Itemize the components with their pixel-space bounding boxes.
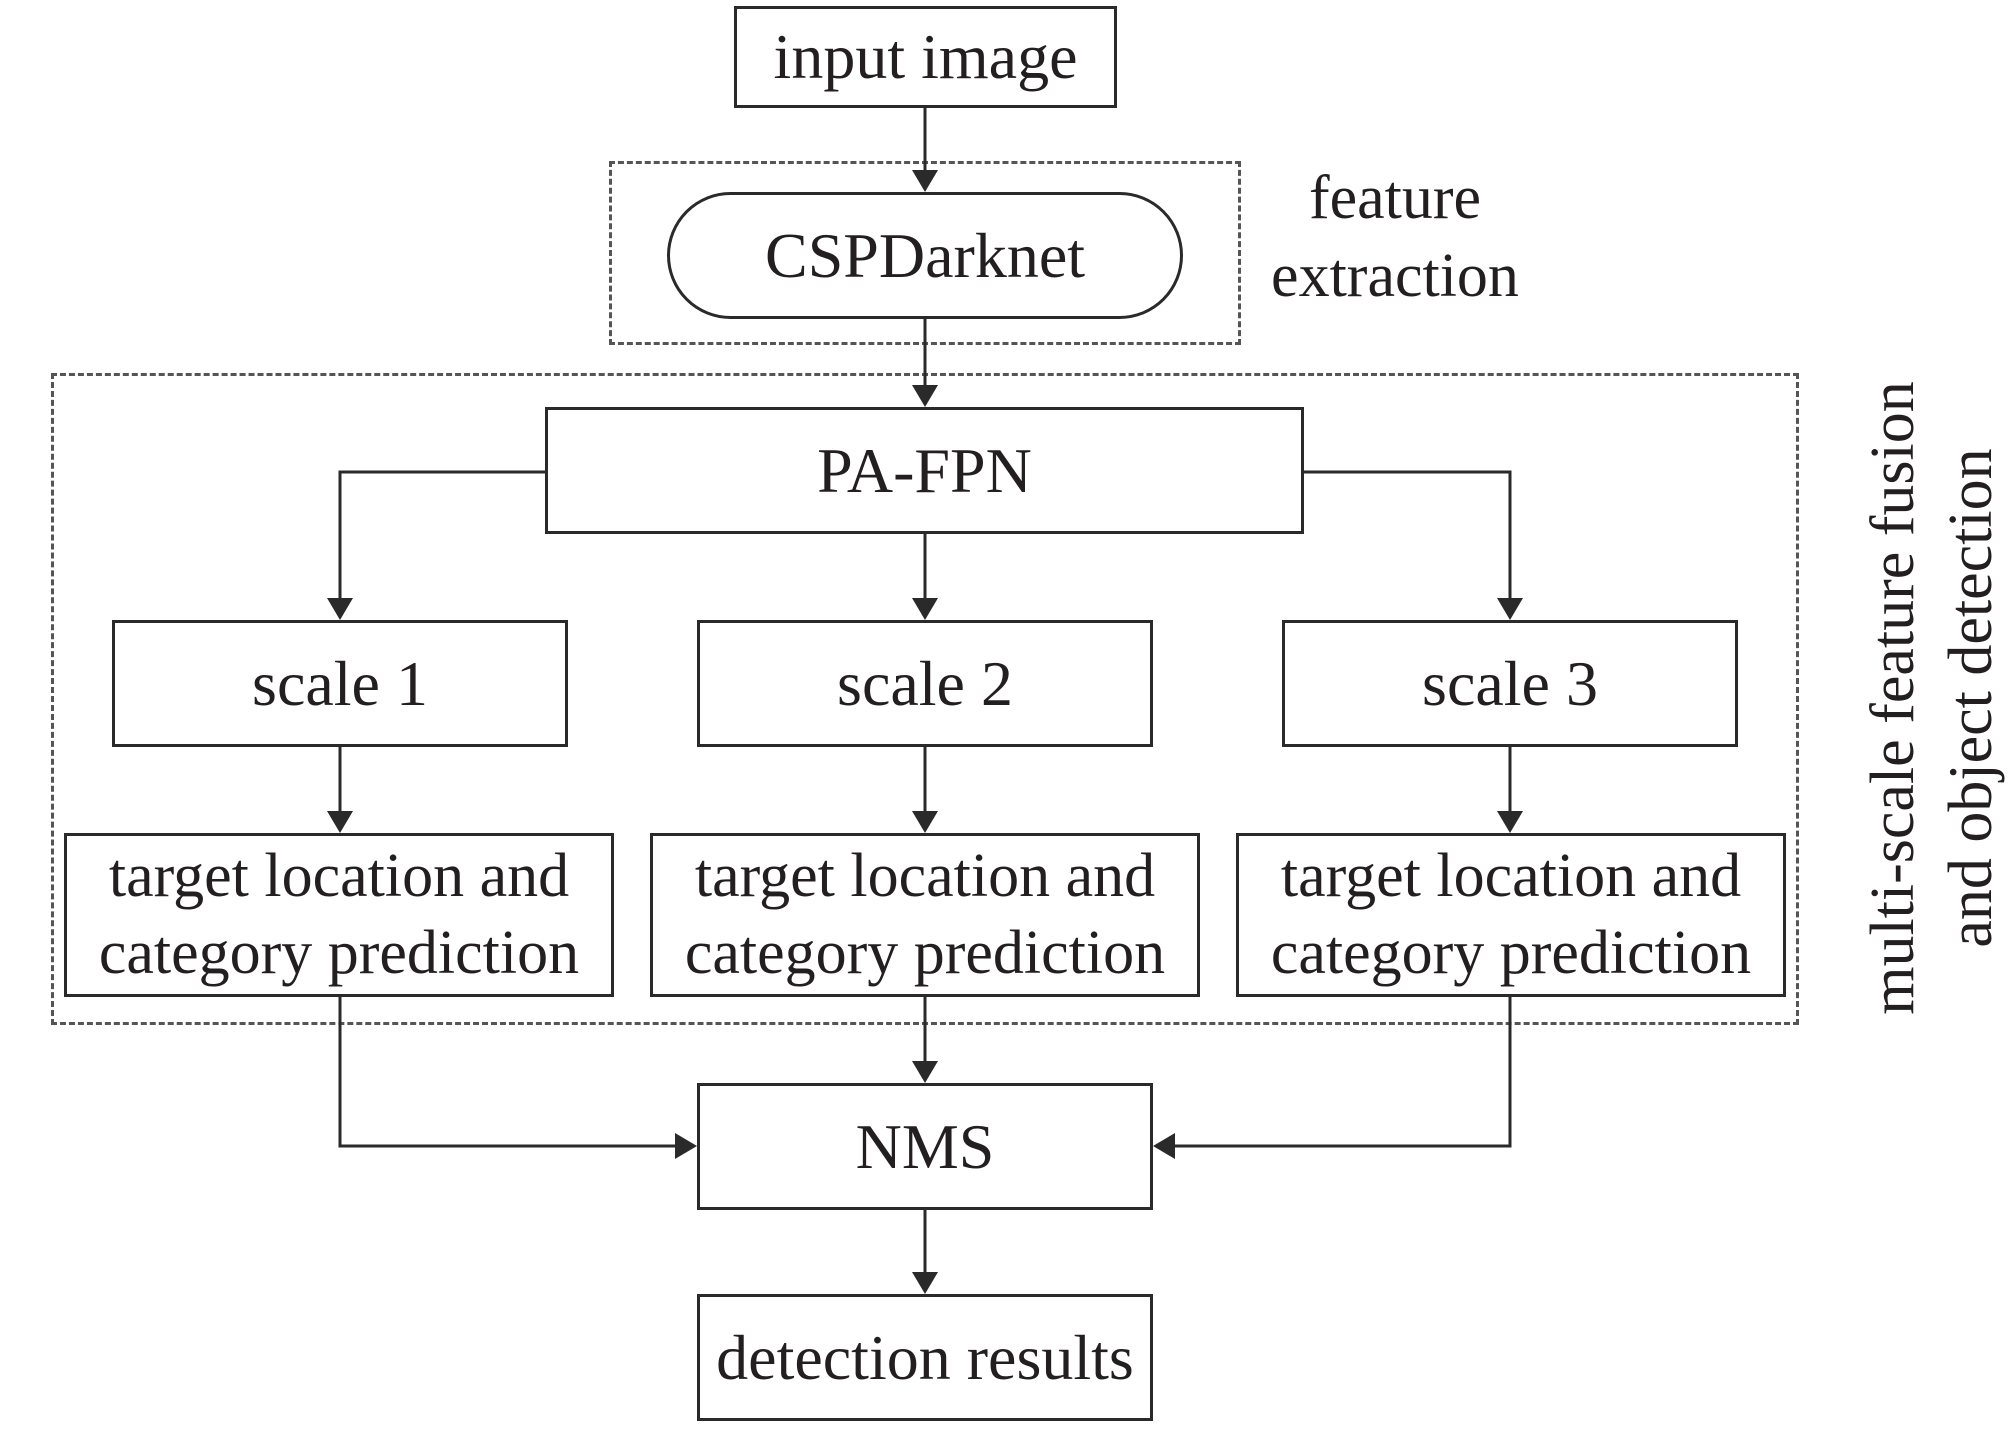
prediction-2-line-1: target location and xyxy=(694,841,1156,910)
cspdarknet-box: CSPDarknet xyxy=(667,192,1183,319)
prediction-1-box: target location and category prediction xyxy=(64,833,614,997)
arrowhead-nms-right xyxy=(1153,1133,1175,1159)
feature-extraction-line-1: feature xyxy=(1308,164,1482,232)
arrowhead-scale-2 xyxy=(912,598,938,620)
scale-2-box: scale 2 xyxy=(697,620,1153,747)
arrowhead-scale-3 xyxy=(1497,598,1523,620)
scale-1-box: scale 1 xyxy=(112,620,568,747)
edge-pafpn-to-scale-1 xyxy=(338,470,545,602)
scale-3-box: scale 3 xyxy=(1282,620,1738,747)
arrowhead-scale-1 xyxy=(327,598,353,620)
arrowhead-results xyxy=(912,1272,938,1294)
prediction-2-line-2: category prediction xyxy=(684,919,1166,987)
arrowhead-pafpn xyxy=(912,385,938,407)
edge-prediction-1-to-nms xyxy=(338,997,679,1148)
arrowhead-prediction-2 xyxy=(912,811,938,833)
prediction-2-box: target location and category prediction xyxy=(650,833,1200,997)
arrowhead-nms-left xyxy=(675,1133,697,1159)
feature-extraction-label: feature extraction xyxy=(1260,160,1530,315)
edge-prediction-3-to-nms xyxy=(1171,997,1512,1148)
edge-pafpn-to-scale-3 xyxy=(1304,470,1512,602)
input-image-box: input image xyxy=(734,6,1117,108)
prediction-3-line-2: category prediction xyxy=(1270,919,1752,987)
prediction-3-box: target location and category prediction xyxy=(1236,833,1786,997)
arrowhead-prediction-1 xyxy=(327,811,353,833)
nms-box: NMS xyxy=(697,1083,1153,1210)
pafpn-box: PA-FPN xyxy=(545,407,1304,534)
prediction-1-line-1: target location and xyxy=(108,841,570,910)
arrowhead-cspdarknet xyxy=(912,170,938,192)
detection-results-box: detection results xyxy=(697,1294,1153,1421)
feature-extraction-line-2: extraction xyxy=(1271,241,1519,310)
arrowhead-nms-top xyxy=(912,1061,938,1083)
arrowhead-prediction-3 xyxy=(1497,811,1523,833)
prediction-1-line-2: category prediction xyxy=(98,919,580,987)
prediction-3-line-1: target location and xyxy=(1280,841,1742,910)
